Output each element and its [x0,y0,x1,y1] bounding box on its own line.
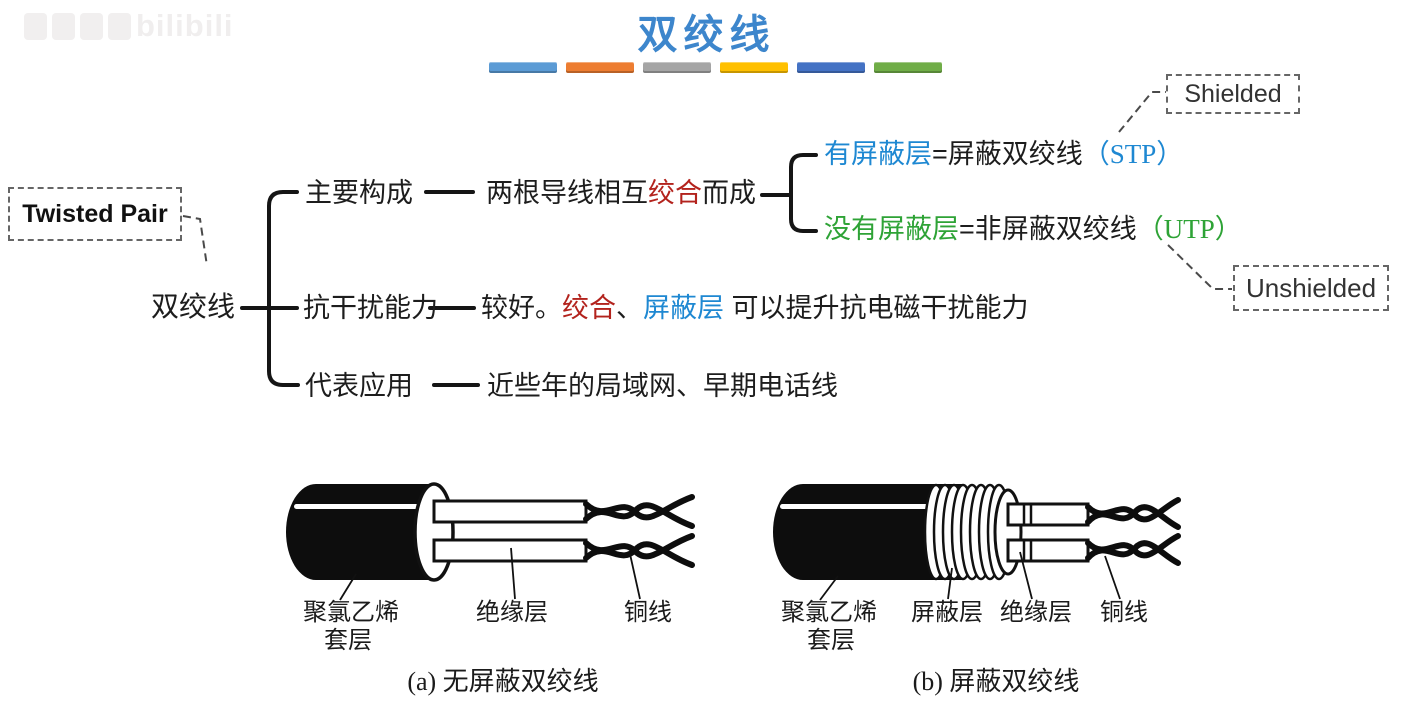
branch-value-interference: 较好。绞合、屏蔽层 可以提升抗电磁干扰能力 [481,291,1029,325]
shield-braid [923,483,1012,581]
jacket-label-line2: 套层 [807,627,855,654]
divider-bar [720,62,788,73]
text-segment: 、 [616,293,643,323]
watermark-logo-icon [80,12,103,40]
shielded-alias-box: Shielded [1166,74,1300,114]
divider-bars [489,62,942,73]
stp-node: 有屏蔽层=屏蔽双绞线（STP） [824,137,1183,171]
label-leader-lines [339,547,641,601]
text-segment: 两根导线相互 [486,178,648,208]
insulation-label: 绝缘层 [1000,599,1072,626]
unshielded-alias-label: Unshielded [1245,272,1377,303]
shielded-alias-label: Shielded [1184,79,1282,108]
divider-bar [874,62,942,73]
text-segment: 较好。 [481,293,562,323]
jacket-label-line1: 聚氯乙烯 [303,599,399,626]
text-segment: 屏蔽层 [643,293,724,323]
stp-utp-brace [789,153,818,233]
text-segment: 有屏蔽层 [824,139,932,169]
shielded-leader-line [1118,91,1166,133]
stp-cable-art: 聚氯乙烯 套层 屏蔽层 绝缘层 铜线 (b) 屏蔽双绞线 [773,483,1181,696]
jacket-opening [413,482,455,582]
insulated-wires [432,499,588,563]
copper-twist [1085,497,1181,566]
branch-label-interference: 抗干扰能力 [303,293,438,323]
label-leader-lines [819,551,1121,601]
shield-label: 屏蔽层 [911,599,983,626]
watermark-logo-icon [108,12,131,40]
branch-value-composition: 两根导线相互绞合而成 [486,176,756,210]
figure-utp-cable: 聚氯乙烯 套层 绝缘层 铜线 (a) 无屏蔽双绞线 [268,468,700,708]
text-segment: 没有屏蔽层 [824,214,959,244]
text-segment: 绞合 [648,178,702,208]
text-segment: （UTP） [1136,214,1242,244]
divider-bar [643,62,711,73]
divider-bar [489,62,557,73]
jacket-label-line1: 聚氯乙烯 [781,599,877,626]
unshielded-leader-line [1167,244,1232,290]
watermark: bilibili [24,8,234,44]
text-segment: 可以提升抗电磁干扰能力 [724,293,1029,323]
watermark-logo-icon [24,12,47,40]
twisted-pair-alias-box: Twisted Pair [8,187,182,241]
text-segment: =屏蔽双绞线 [932,139,1083,169]
divider-bar [566,62,634,73]
figure-caption: (b) 屏蔽双绞线 [913,667,1080,696]
jacket-label-line2: 套层 [324,627,372,654]
copper-label: 铜线 [624,599,672,626]
title-row: 双绞线 [0,2,1413,60]
figure-caption: (a) 无屏蔽双绞线 [407,667,598,696]
branch-label-applications: 代表应用 [305,371,413,401]
figure-stp-cable: 聚氯乙烯 套层 屏蔽层 绝缘层 铜线 (b) 屏蔽双绞线 [758,468,1203,708]
unshielded-alias-box: Unshielded [1233,265,1389,311]
text-segment: 近些年的局域网、早期电话线 [487,371,838,401]
watermark-bilibili-text: bilibili [136,8,234,43]
text-segment: =非屏蔽双绞线 [959,214,1137,244]
insulation-label: 绝缘层 [476,599,548,626]
divider-bar [797,62,865,73]
text-segment: （STP） [1082,139,1184,169]
twisted-pair-alias-label: Twisted Pair [22,199,168,228]
utp-node: 没有屏蔽层=非屏蔽双绞线（UTP） [824,212,1242,246]
page-title: 双绞线 [637,12,776,57]
wire-segment-ticks [1022,504,1033,561]
insulated-wires [1006,502,1090,563]
tree-trunk-line [267,190,300,387]
copper-label: 铜线 [1100,599,1148,626]
text-segment: 而成 [702,178,756,208]
branch-label-composition: 主要构成 [305,178,413,208]
utp-cable-art: 聚氯乙烯 套层 绝缘层 铜线 (a) 无屏蔽双绞线 [286,482,695,696]
twisted-pair-leader-line [182,215,208,267]
copper-twist [583,494,695,568]
root-node-label: 双绞线 [151,291,236,322]
branch-value-applications: 近些年的局域网、早期电话线 [487,369,838,403]
watermark-logo-icon [52,12,75,40]
text-segment: 绞合 [562,293,616,323]
